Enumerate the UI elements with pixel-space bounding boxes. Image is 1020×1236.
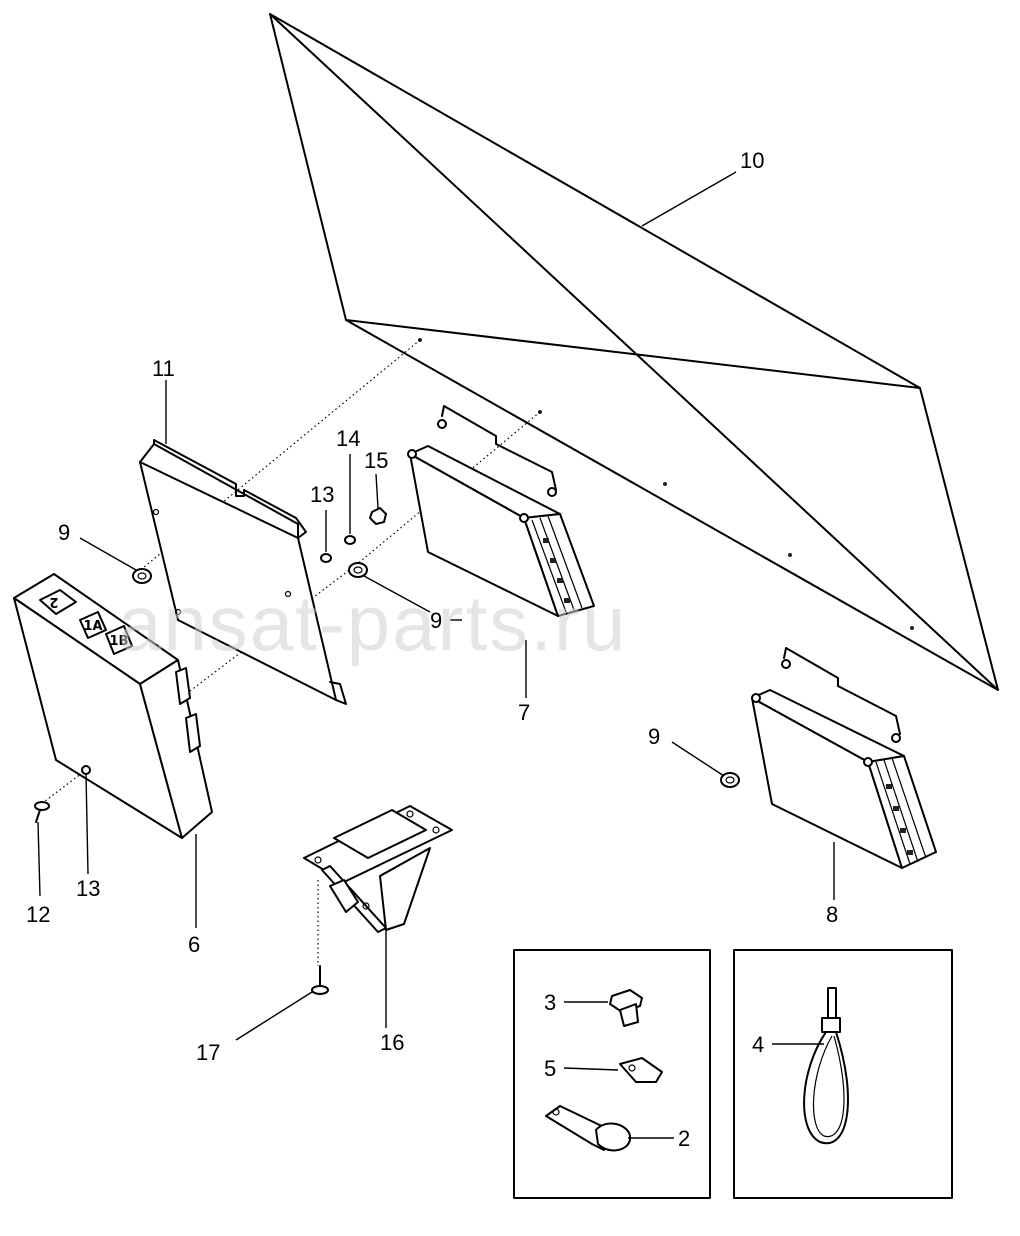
callout-10: 10 [740,148,764,173]
nut-9-left [132,568,152,584]
leader-lines [37,171,835,1139]
key-1b: 1B [105,625,133,655]
bolt-3 [609,989,643,1027]
screw-12 [34,801,50,823]
part-8-ecu [751,647,937,869]
clamp-2 [545,1105,632,1152]
key-1a: 1A [79,611,107,639]
part-11-bracket [139,439,347,705]
callout-12: 12 [26,902,50,927]
part-10-panel [269,13,999,691]
washer-13-top [320,553,332,563]
part-7-ecu [407,405,595,617]
callout-3: 3 [544,990,556,1015]
callout-13-bottom: 13 [76,876,100,901]
callout-9-center: 9 [430,608,442,633]
callout-7: 7 [518,700,530,725]
nut-15 [369,507,387,525]
callout-16: 16 [380,1030,404,1055]
callout-labels: 10 11 14 15 13 9 9 7 9 8 12 13 6 17 16 3… [26,148,838,1151]
callout-6: 6 [188,932,200,957]
callout-8: 8 [826,902,838,927]
assembly-lines [35,339,541,966]
part-6-module: 2 1A 1B [13,573,213,839]
key-2: 2 [39,589,77,615]
callout-13-top: 13 [310,482,334,507]
callout-17: 17 [196,1040,220,1065]
screw-17 [311,965,329,995]
detail-box-left [513,949,711,1199]
callout-14: 14 [336,426,360,451]
callout-15: 15 [364,448,388,473]
detail-box-right [733,949,953,1199]
callout-4: 4 [752,1032,764,1057]
callout-2: 2 [678,1126,690,1151]
part-16-bracket [303,805,453,933]
svg-text:1B: 1B [110,634,129,649]
callout-9-right: 9 [648,724,660,749]
clip-5 [619,1057,663,1083]
callout-5: 5 [544,1056,556,1081]
cable-tie-4 [803,987,849,1145]
washer-14 [344,535,356,545]
callout-9-left: 9 [58,520,70,545]
nut-9-right [720,772,740,788]
svg-text:1A: 1A [83,619,102,634]
callout-11: 11 [152,356,175,381]
svg-text:2: 2 [49,594,58,609]
watermark: ansat-parts.ru [118,579,627,667]
nut-9-center [348,562,368,578]
